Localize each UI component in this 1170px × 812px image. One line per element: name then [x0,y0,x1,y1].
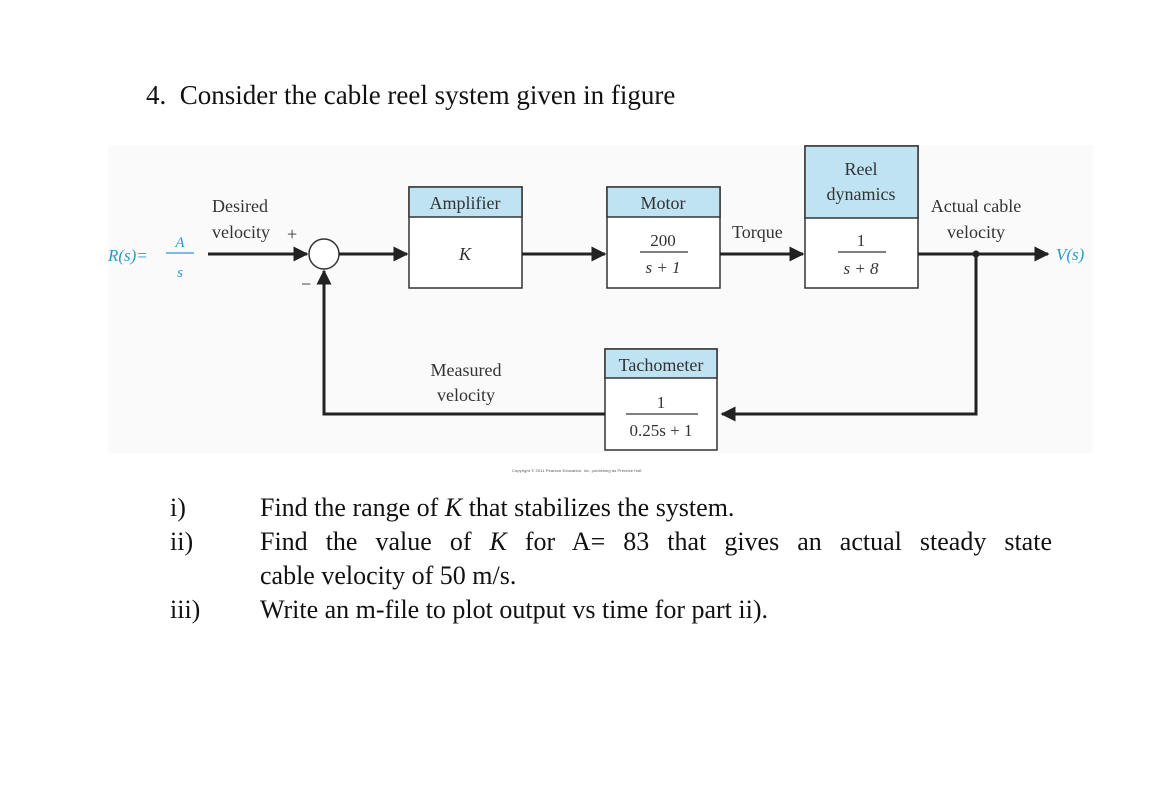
amplifier-header [408,186,523,218]
task-number: i) [170,493,186,522]
task-text-continuation: cable velocity of 50 m/s. [260,561,517,590]
feedback-path-to-tachometer [720,254,978,422]
task-text-part: for A= 83 that gives an actual steady st… [506,527,1052,556]
tachometer-header [604,348,718,379]
tachometer-numerator: 1 [657,393,666,412]
feedback-path-to-summing-junction [316,269,605,416]
actual-velocity-label-line2: velocity [947,222,1005,242]
measured-velocity-label-line1: Measured [431,360,502,380]
motor-header [606,186,721,218]
desired-velocity-label-line1: Desired [212,196,268,216]
plus-sign: + [287,224,297,244]
measured-velocity-label-line2: velocity [437,385,495,405]
torque-label: Torque [732,222,783,242]
actual-velocity-label-line1: Actual cable [931,196,1021,216]
tachometer-denominator: 0.25s + 1 [630,421,693,440]
output-label: V(s) [1056,245,1085,264]
reel-dynamics-block: Reel dynamics 1 s + 8 [804,145,919,289]
question-text: Consider the cable reel system given in … [179,80,676,110]
reel-title-line2: dynamics [827,184,896,204]
task-text-part: Find the range of [260,493,445,522]
question-number: 4. [146,80,167,110]
input-numerator: A [174,235,185,251]
tachometer-title: Tachometer [619,355,704,375]
amplifier-gain: K [458,244,472,264]
desired-velocity-label-line2: velocity [212,222,270,242]
motor-block: Motor 200 s + 1 [606,186,721,289]
reel-numerator: 1 [857,231,866,250]
task-text-part: Find the value of [260,527,490,556]
variable-k: K [444,493,463,522]
task-number: iii) [170,595,201,624]
tachometer-block: Tachometer 1 0.25s + 1 [604,348,718,451]
task-text-part: that stabilizes the system. [462,493,735,522]
input-label: R(s)= [107,246,148,265]
reel-title-line1: Reel [845,159,878,179]
diagram-panel [108,145,1093,453]
variable-k: K [489,527,507,556]
motor-title: Motor [641,193,686,213]
task-number: ii) [170,527,194,556]
reel-header [804,145,919,219]
question-title: 4. Consider the cable reel system given … [146,80,675,111]
amplifier-title: Amplifier [430,193,501,213]
task-text: Find the value of K for A= 83 that gives… [260,527,1052,557]
task-text: Write an m-file to plot output vs time f… [260,595,769,624]
reel-denominator: s + 8 [843,259,879,278]
minus-sign: − [301,274,311,294]
input-denominator: s [177,265,183,281]
amplifier-block: Amplifier K [408,186,523,289]
summing-junction [308,238,340,270]
copyright-notice: Copyright © 2011 Pearson Education, Inc.… [512,468,642,473]
motor-denominator: s + 1 [645,258,680,277]
motor-numerator: 200 [650,231,676,250]
task-text: Find the range of K that stabilizes the … [260,493,734,523]
